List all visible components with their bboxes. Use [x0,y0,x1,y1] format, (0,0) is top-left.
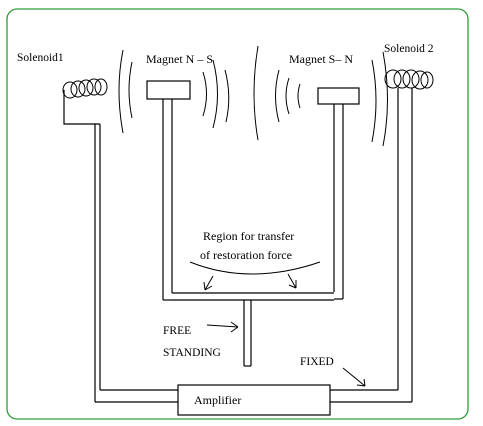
amplifier-label: Amplifier [194,393,241,407]
solenoid-right-label: Solenoid 2 [384,43,434,55]
solenoid-left-label: Solenoid1 [17,52,64,64]
region-label-line2: of restoration force [200,248,292,262]
fixed-label: FIXED [300,356,334,368]
magnet-left [146,80,191,300]
magnet-right-head [317,87,360,105]
free-label-line2: STANDING [163,347,221,359]
solenoid-right-coil [384,69,434,90]
magnet-right [317,87,360,299]
free-standing-arrow [206,321,239,333]
free-label-line1: FREE [163,325,191,337]
solenoid-left-core [63,90,100,125]
magnet-left-head [146,80,191,100]
restoration-force-arc [189,261,321,291]
fixed-arrow [342,367,366,387]
solenoid-left [62,78,108,125]
solenoid-right [384,69,434,90]
amplifier-box [177,384,331,416]
region-label-line1: Region for transfer [203,229,294,243]
right-wire [330,88,413,403]
restoration-bar [163,292,343,301]
diagram-border [6,8,469,420]
free-standing-post [243,300,252,367]
magnet-right-label: Magnet S– N [289,52,353,66]
left-wire [94,124,178,403]
solenoid-left-coil [62,78,108,99]
magnetic-field-lines [118,45,388,147]
magnet-left-label: Magnet N – S [146,52,213,66]
